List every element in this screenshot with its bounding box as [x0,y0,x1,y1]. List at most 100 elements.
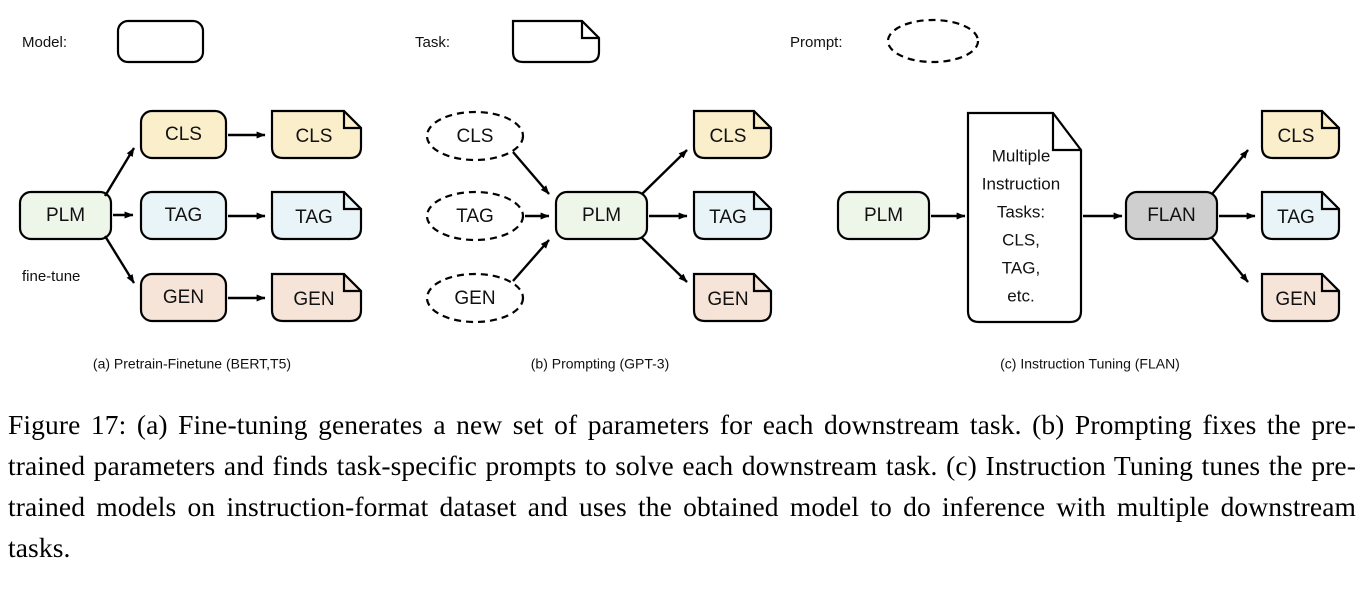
panel-a-model-cls-box [139,109,228,160]
panel-b-task-gen-note [692,272,773,323]
panel-a-model-gen-box [139,272,228,323]
panel-a-model-tag: TAG [139,190,228,241]
legend-shape-rounded-rectangle [116,19,205,64]
legend-shape-note-document [511,19,601,64]
panel-b-prompt-tag: TAG [425,190,525,242]
panel-b-plm-label: PLM [582,205,621,226]
panel-c-task-cls-label: CLS [1278,126,1315,147]
panel-b-task-cls-label: CLS [710,126,747,147]
panel-c-task-cls: CLS [1260,109,1341,160]
panel-c-instruction-document: Multiple Instruction Tasks: CLS, TAG, et… [966,111,1083,324]
legend-shape-dashed-ellipse [886,18,980,64]
panel-c-arrow-flan-to-gen [1211,237,1249,283]
panel-c-task-cls-fold [1320,111,1339,130]
panel-a-task-gen-note [270,272,363,323]
panel-b-task-tag-fold [752,192,771,211]
legend-label-prompt: Prompt: [790,34,843,51]
legend-label-model: Model: [22,34,67,51]
panel-b-arrow-plm-to-cls [641,149,688,195]
panel-b-arrow-cls-to-plm [512,151,550,195]
panel-a-task-cls: CLS [270,109,363,160]
panel-b-prompt-gen-ellipse [425,272,525,324]
panel-a: PLM fine-tune CLS TAG GEN [18,109,363,372]
panel-b-task-tag-label: TAG [709,207,747,228]
panel-a-model-cls: CLS [139,109,228,160]
legend-note-fold [580,21,599,40]
panel-b-plm-box [554,190,649,241]
panel-a-task-gen: GEN [270,272,363,323]
diagram-canvas: Model: Task: Prompt: PLM fine-tune [18,18,1341,372]
panel-a-plm-node: PLM [18,190,113,241]
panel-b-task-gen: GEN [692,272,773,323]
panel-b-caption: (b) Prompting (GPT-3) [531,356,669,372]
legend-item-task: Task: [415,19,601,64]
panel-c-task-gen: GEN [1260,272,1341,323]
panel-c-plm-node: PLM [836,190,931,241]
panel-c-flan-box [1124,190,1219,241]
panel-a-plm-label: PLM [46,205,85,226]
panel-a-model-tag-label: TAG [165,205,203,226]
panel-b-prompt-cls: CLS [425,110,525,162]
panel-b-arrow-plm-to-gen [641,237,688,283]
panel-b-task-gen-fold [752,274,771,293]
panel-a-task-cls-label: CLS [296,126,333,147]
panel-c-document-line-2: Instruction [982,174,1060,193]
panel-b-prompt-cls-ellipse [425,110,525,162]
panel-c-task-gen-label: GEN [1275,289,1316,310]
panel-c-flan-node: FLAN [1124,190,1219,241]
panel-c-caption: (c) Instruction Tuning (FLAN) [1000,356,1180,372]
panel-a-model-gen-label: GEN [163,287,204,308]
panel-a-task-gen-label: GEN [293,289,334,310]
panel-c-task-tag: TAG [1260,190,1341,241]
panel-c-task-cls-note [1260,109,1341,160]
panel-c-instruction-document-shape [966,111,1083,324]
panel-c-plm-label: PLM [864,205,903,226]
panel-c-document-line-5: TAG, [1002,258,1040,277]
panel-a-arrow-plm-to-cls [103,147,136,197]
panel-b-task-cls-note [692,109,773,160]
panel-a-model-cls-label: CLS [165,124,202,145]
legend: Model: Task: Prompt: [22,18,980,64]
panel-b-task-gen-label: GEN [707,289,748,310]
panel-c-task-tag-fold [1320,192,1339,211]
panel-c-plm-box [836,190,931,241]
legend-item-prompt: Prompt: [790,18,980,64]
panel-b-arrow-gen-to-plm [512,239,550,282]
panel-c-document-line-4: CLS, [1002,230,1040,249]
panel-b: CLS TAG GEN PLM [425,109,773,372]
panel-b-plm-node: PLM [554,190,649,241]
panel-a-task-tag-note [270,190,363,241]
panel-b-task-tag-note [692,190,773,241]
panel-c-document-line-6: etc. [1007,286,1034,305]
panel-a-task-cls-note [270,109,363,160]
panel-c-task-tag-note [1260,190,1341,241]
panel-a-task-tag-fold [342,192,361,211]
panel-c-task-gen-note [1260,272,1341,323]
figure-diagram: Model: Task: Prompt: PLM fine-tune [18,18,1341,372]
panel-c-task-gen-fold [1320,274,1339,293]
panel-a-plm-box [18,190,113,241]
panel-a-arrow-plm-to-gen [103,235,136,284]
panel-b-task-tag: TAG [692,190,773,241]
panel-b-task-cls: CLS [692,109,773,160]
legend-label-task: Task: [415,34,450,51]
panel-c-instruction-document-fold [1051,113,1081,152]
panel-a-task-tag-label: TAG [295,207,333,228]
panel-a-task-tag: TAG [270,190,363,241]
panel-b-prompt-gen-label: GEN [454,288,495,309]
panel-b-prompt-cls-label: CLS [457,126,494,147]
panel-c-document-line-1: Multiple [992,146,1051,165]
panel-c-document-line-3: Tasks: [997,202,1045,221]
panel-c: PLM Multiple Instruction Tasks: CLS, TAG… [836,109,1341,372]
panel-b-prompt-tag-label: TAG [456,206,494,227]
legend-item-model: Model: [22,19,205,64]
panel-a-model-tag-box [139,190,228,241]
panel-c-flan-label: FLAN [1147,205,1196,226]
figure-caption-text: Figure 17: (a) Fine-tuning generates a n… [8,409,1356,563]
panel-a-model-gen: GEN [139,272,228,323]
panel-c-task-tag-label: TAG [1277,207,1315,228]
panel-a-task-cls-fold [342,111,361,130]
panel-a-edge-label-fine-tune: fine-tune [22,268,80,285]
panel-a-caption: (a) Pretrain-Finetune (BERT,T5) [93,356,291,372]
panel-b-prompt-tag-ellipse [425,190,525,242]
